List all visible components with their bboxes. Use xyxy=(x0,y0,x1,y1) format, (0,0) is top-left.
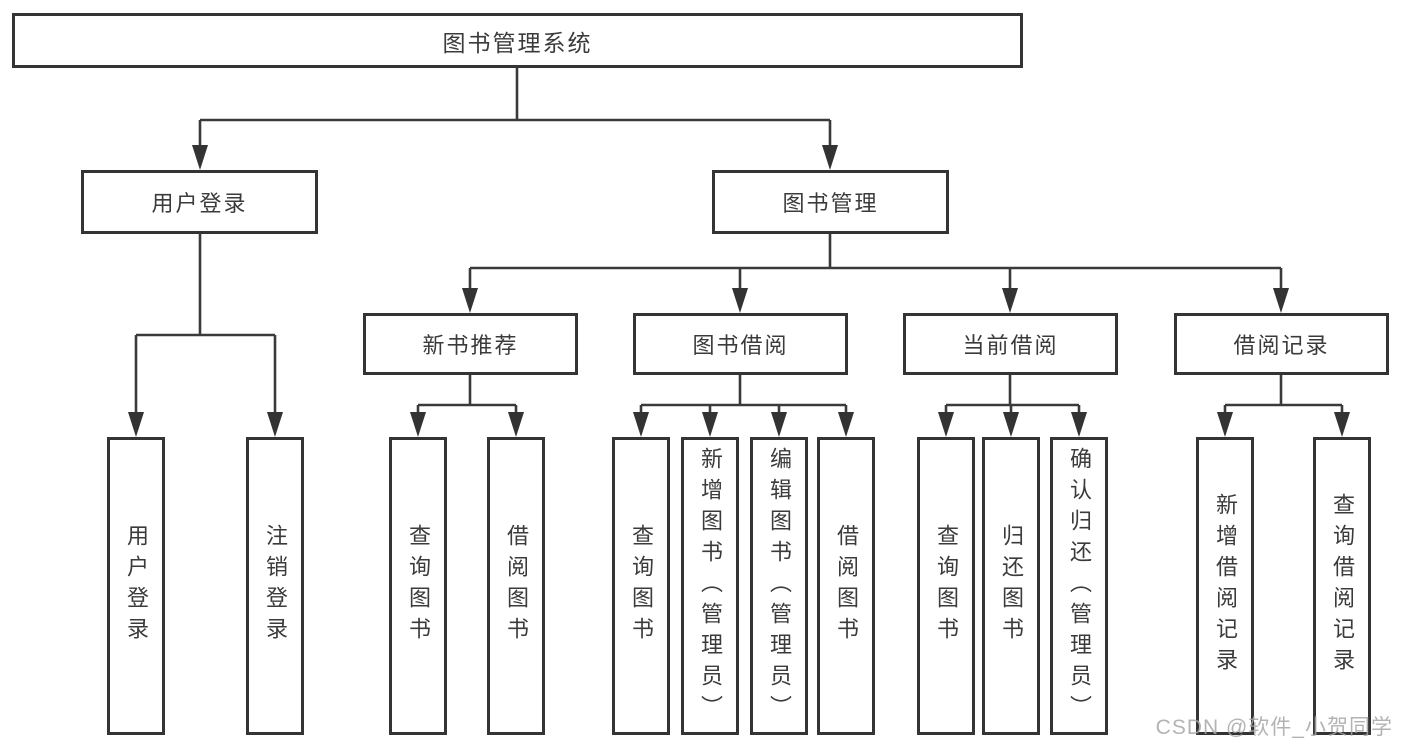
leaf-query-borrow-record: 查询借阅记录 xyxy=(1313,437,1371,735)
leaf-label: 编辑图书（管理员） xyxy=(767,446,792,726)
leaf-label: 查询图书 xyxy=(934,524,959,648)
node-user-login: 用户登录 xyxy=(81,170,318,234)
node-label: 当前借阅 xyxy=(962,333,1059,358)
node-label: 借阅记录 xyxy=(1233,333,1330,358)
leaf-logout: 注销登录 xyxy=(246,437,304,735)
leaf-label: 查询借阅记录 xyxy=(1330,493,1355,679)
leaf-query-books-recommend: 查询图书 xyxy=(389,437,447,735)
watermark: CSDN @软件_小贺同学 xyxy=(1155,716,1393,739)
node-label: 图书借阅 xyxy=(692,333,789,358)
node-current-borrowing: 当前借阅 xyxy=(903,313,1118,375)
leaf-add-borrow-record: 新增借阅记录 xyxy=(1196,437,1254,735)
leaf-user-login: 用户登录 xyxy=(107,437,165,735)
leaf-label: 归还图书 xyxy=(999,524,1024,648)
leaf-borrow-books-recommend: 借阅图书 xyxy=(487,437,545,735)
leaf-label: 借阅图书 xyxy=(504,524,529,648)
node-label: 新书推荐 xyxy=(422,333,519,358)
leaf-confirm-return-admin: 确认归还（管理员） xyxy=(1050,437,1108,735)
leaf-borrow-books-borrowing: 借阅图书 xyxy=(817,437,875,735)
leaf-label: 新增图书（管理员） xyxy=(698,446,723,726)
leaf-label: 借阅图书 xyxy=(834,524,859,648)
node-label: 图书管理系统 xyxy=(442,29,593,56)
node-book-borrowing: 图书借阅 xyxy=(633,313,848,375)
leaf-label: 确认归还（管理员） xyxy=(1067,446,1092,726)
node-new-book-recommend: 新书推荐 xyxy=(363,313,578,375)
node-label: 用户登录 xyxy=(151,191,248,216)
leaf-query-books-current: 查询图书 xyxy=(917,437,975,735)
leaf-label: 查询图书 xyxy=(406,524,431,648)
leaf-add-book-admin: 新增图书（管理员） xyxy=(681,437,739,735)
node-label: 图书管理 xyxy=(782,191,879,216)
leaf-label: 注销登录 xyxy=(263,524,288,648)
node-library-system: 图书管理系统 xyxy=(12,13,1023,68)
leaf-label: 查询图书 xyxy=(629,524,654,648)
leaf-return-books: 归还图书 xyxy=(982,437,1040,735)
leaf-label: 用户登录 xyxy=(124,524,149,648)
node-book-management: 图书管理 xyxy=(712,170,949,234)
leaf-query-books-borrowing: 查询图书 xyxy=(612,437,670,735)
leaf-label: 新增借阅记录 xyxy=(1213,493,1238,679)
node-borrowing-records: 借阅记录 xyxy=(1174,313,1389,375)
leaf-edit-book-admin: 编辑图书（管理员） xyxy=(750,437,808,735)
